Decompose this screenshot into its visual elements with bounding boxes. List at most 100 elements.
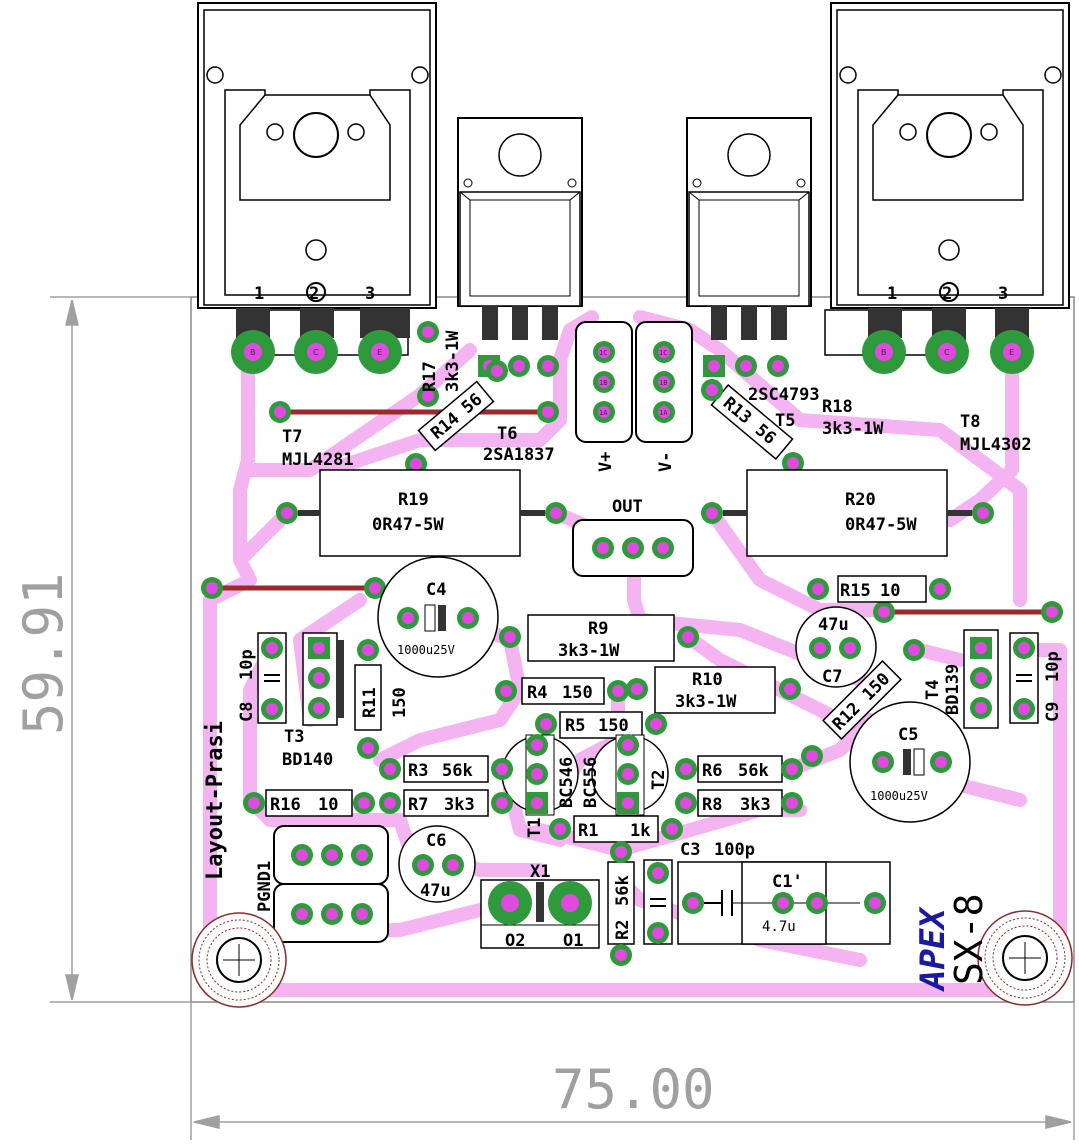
- r8-value: 3k3: [740, 795, 771, 815]
- capacitor-c7: 47u C7: [795, 606, 877, 688]
- resistor-r8: R8 3k3: [675, 789, 803, 817]
- t1-part: BC546: [557, 757, 577, 808]
- t3-ref: T3: [284, 727, 304, 747]
- c1-value: 4.7u: [762, 919, 796, 935]
- c6-ref: C6: [426, 831, 446, 851]
- transistor-t5: T5 2SC4793: [686, 117, 820, 431]
- layout-label: Layout-Prasi: [203, 721, 228, 880]
- transistor-t8: 1 2 3 B C E: [824, 2, 1070, 374]
- resistor-r11: R11 150: [354, 639, 410, 759]
- r6-ref: R6: [702, 761, 722, 781]
- resistor-r16: R16 10: [243, 789, 375, 817]
- c6-value: 47u: [420, 881, 451, 901]
- transistor-t2: T2 BC556: [581, 734, 669, 816]
- r6-value: 56k: [738, 761, 769, 781]
- model-label: SX-8: [947, 893, 991, 985]
- resistor-r1: R1 1k: [549, 815, 683, 843]
- resistor-r6: R6 56k: [675, 755, 803, 783]
- transistor-t6: T6 2SA1837: [457, 117, 583, 465]
- r10-value: 3k3-1W: [675, 692, 737, 712]
- resistor-r5: R5 150: [535, 711, 667, 739]
- r5-value: 150: [598, 716, 629, 736]
- vminus-pad-1b: 1B: [659, 379, 667, 387]
- t8-part: MJL4302: [960, 435, 1032, 455]
- resistor-r19: R19 0R47-5W: [276, 469, 567, 557]
- r4-value: 150: [562, 683, 593, 703]
- dimension-width: 75.00: [552, 1058, 715, 1121]
- t7-part: MJL4281: [282, 450, 354, 470]
- resistor-r2: R2 56k: [607, 841, 635, 966]
- capacitor-c5: C5 1000u25V: [849, 701, 971, 823]
- t2-ref: T2: [649, 770, 669, 790]
- t4-part: BD139: [943, 664, 963, 715]
- vminus-pad-1a: 1A: [659, 409, 668, 417]
- t8-pin1-label: 1: [887, 284, 897, 304]
- r1-ref: R1: [578, 821, 598, 841]
- t7-pad-c: C: [313, 348, 319, 357]
- r11-ref: R11: [360, 687, 380, 718]
- c8-value: 10p: [237, 649, 257, 680]
- vplus-pad-1a: 1A: [599, 409, 608, 417]
- resistor-r3: R3 56k: [379, 755, 513, 783]
- t8-pin2-label: 2: [942, 284, 952, 304]
- transistor-t4: T4 BD139: [923, 629, 999, 729]
- connector-vminus: V-: [635, 321, 693, 472]
- c5-ref: C5: [898, 725, 918, 745]
- r20-ref: R20: [845, 490, 876, 510]
- r8-ref: R8: [702, 795, 722, 815]
- transistor-t1: T1 BC546: [501, 734, 579, 838]
- r19-ref: R19: [398, 490, 429, 510]
- c7-ref: C7: [822, 667, 842, 687]
- r19-value: 0R47-5W: [372, 515, 444, 535]
- r2-value: 56k: [613, 875, 633, 906]
- apex-logo: APEX: [913, 906, 953, 992]
- resistor-r7: R7 3k3: [379, 789, 513, 817]
- transistor-t3: T3 BD140: [282, 632, 344, 770]
- x1-label: X1: [530, 862, 550, 882]
- capacitor-c9: C9 10p: [1009, 632, 1063, 724]
- vminus-label: V-: [656, 452, 676, 472]
- t7-pad-b: B: [250, 348, 256, 357]
- x1-o1: O1: [563, 931, 583, 951]
- r9-ref: R9: [588, 619, 608, 639]
- r2-ref: R2: [613, 920, 633, 940]
- capacitor-c1: C1' 4.7u: [677, 861, 891, 945]
- r15-ref: R15: [840, 581, 871, 601]
- t8-pad-c: C: [944, 348, 950, 357]
- x1-o2: O2: [505, 931, 525, 951]
- t8-pad-b: B: [881, 348, 887, 357]
- c7-value: 47u: [818, 615, 849, 635]
- vminus-pad-1c: 1C: [659, 349, 667, 357]
- t7-pin2-label: 2: [309, 284, 319, 304]
- c9-value: 10p: [1043, 651, 1063, 682]
- vplus-pad-1c: 1C: [599, 349, 607, 357]
- t8-ref: T8: [960, 412, 980, 432]
- r10-ref: R10: [692, 670, 723, 690]
- mounting-hole-right: [977, 910, 1073, 1006]
- vplus-label: V+: [596, 452, 616, 472]
- r16-value: 10: [318, 795, 338, 815]
- capacitor-c8: C8 10p: [237, 632, 287, 724]
- r15-value: 10: [880, 581, 900, 601]
- r7-value: 3k3: [444, 795, 475, 815]
- c5-value: 1000u25V: [870, 789, 928, 803]
- t7-ref: T7: [282, 427, 302, 447]
- out-label: OUT: [612, 497, 643, 517]
- t1-ref: T1: [525, 818, 545, 838]
- c9-ref: C9: [1043, 702, 1063, 722]
- r17-ref: R17: [420, 361, 440, 392]
- t6-part: 2SA1837: [483, 445, 555, 465]
- t5-ref: T5: [775, 411, 795, 431]
- c1-ref: C1': [772, 872, 803, 892]
- capacitor-c6: C6 47u: [398, 825, 476, 903]
- c8-ref: C8: [237, 702, 257, 722]
- r3-ref: R3: [408, 761, 428, 781]
- r5-ref: R5: [565, 716, 585, 736]
- resistor-r20: R20 0R47-5W: [701, 469, 994, 557]
- c3-value: 100p: [714, 840, 755, 860]
- resistor-r10: R10 3k3-1W: [626, 666, 801, 714]
- connector-x1: X1 O2 O1: [480, 862, 600, 951]
- t8-pin3-label: 3: [998, 284, 1008, 304]
- connector-out: OUT: [572, 497, 694, 577]
